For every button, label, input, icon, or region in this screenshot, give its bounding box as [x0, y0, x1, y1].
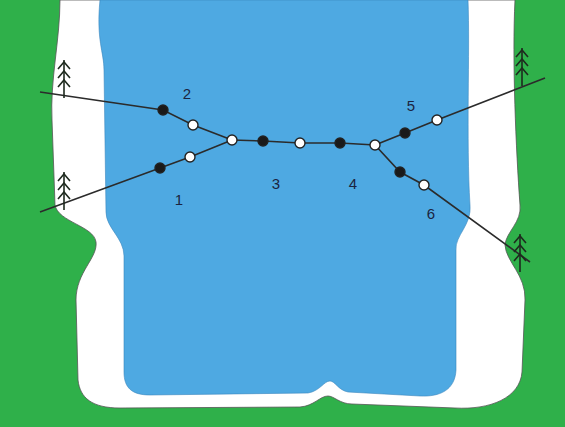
black-float — [400, 128, 410, 138]
black-float — [158, 105, 168, 115]
tree-symbol — [514, 234, 526, 272]
tree-branch — [516, 50, 528, 57]
callout-number: 4 — [349, 176, 357, 191]
callout-number: 3 — [272, 176, 280, 191]
black-float — [155, 163, 165, 173]
white-float — [370, 140, 380, 150]
rope-line — [40, 140, 232, 212]
callout-number: 5 — [407, 98, 415, 113]
callout-number: 2 — [183, 86, 191, 101]
tree-branch — [58, 183, 70, 190]
tree-branch — [58, 71, 70, 78]
floats — [155, 105, 442, 190]
anchor-trees — [58, 48, 528, 272]
rope-line — [375, 145, 530, 262]
black-float — [335, 138, 345, 148]
white-float — [185, 152, 195, 162]
tree-branch — [58, 80, 70, 87]
rope-line — [40, 92, 232, 140]
tree-branch — [514, 245, 526, 252]
callout-number: 6 — [427, 206, 435, 221]
tree-symbol — [58, 60, 70, 98]
tree-branch — [514, 254, 526, 261]
tree-branch — [58, 174, 70, 181]
white-float — [188, 120, 198, 130]
white-float — [295, 138, 305, 148]
shore-band — [52, 0, 525, 408]
rope-line — [375, 78, 545, 145]
water — [99, 0, 470, 396]
tree-branch — [58, 192, 70, 199]
tree-symbol — [516, 48, 528, 86]
tree-branch — [514, 236, 526, 243]
tree-branch — [516, 68, 528, 75]
tree-branch — [516, 59, 528, 66]
black-float — [395, 167, 405, 177]
white-float — [419, 180, 429, 190]
float-rope — [40, 78, 545, 262]
white-float — [432, 115, 442, 125]
black-float — [258, 136, 268, 146]
callout-number: 1 — [175, 192, 183, 207]
tree-branch — [58, 62, 70, 69]
white-float — [227, 135, 237, 145]
tree-symbol — [58, 172, 70, 210]
